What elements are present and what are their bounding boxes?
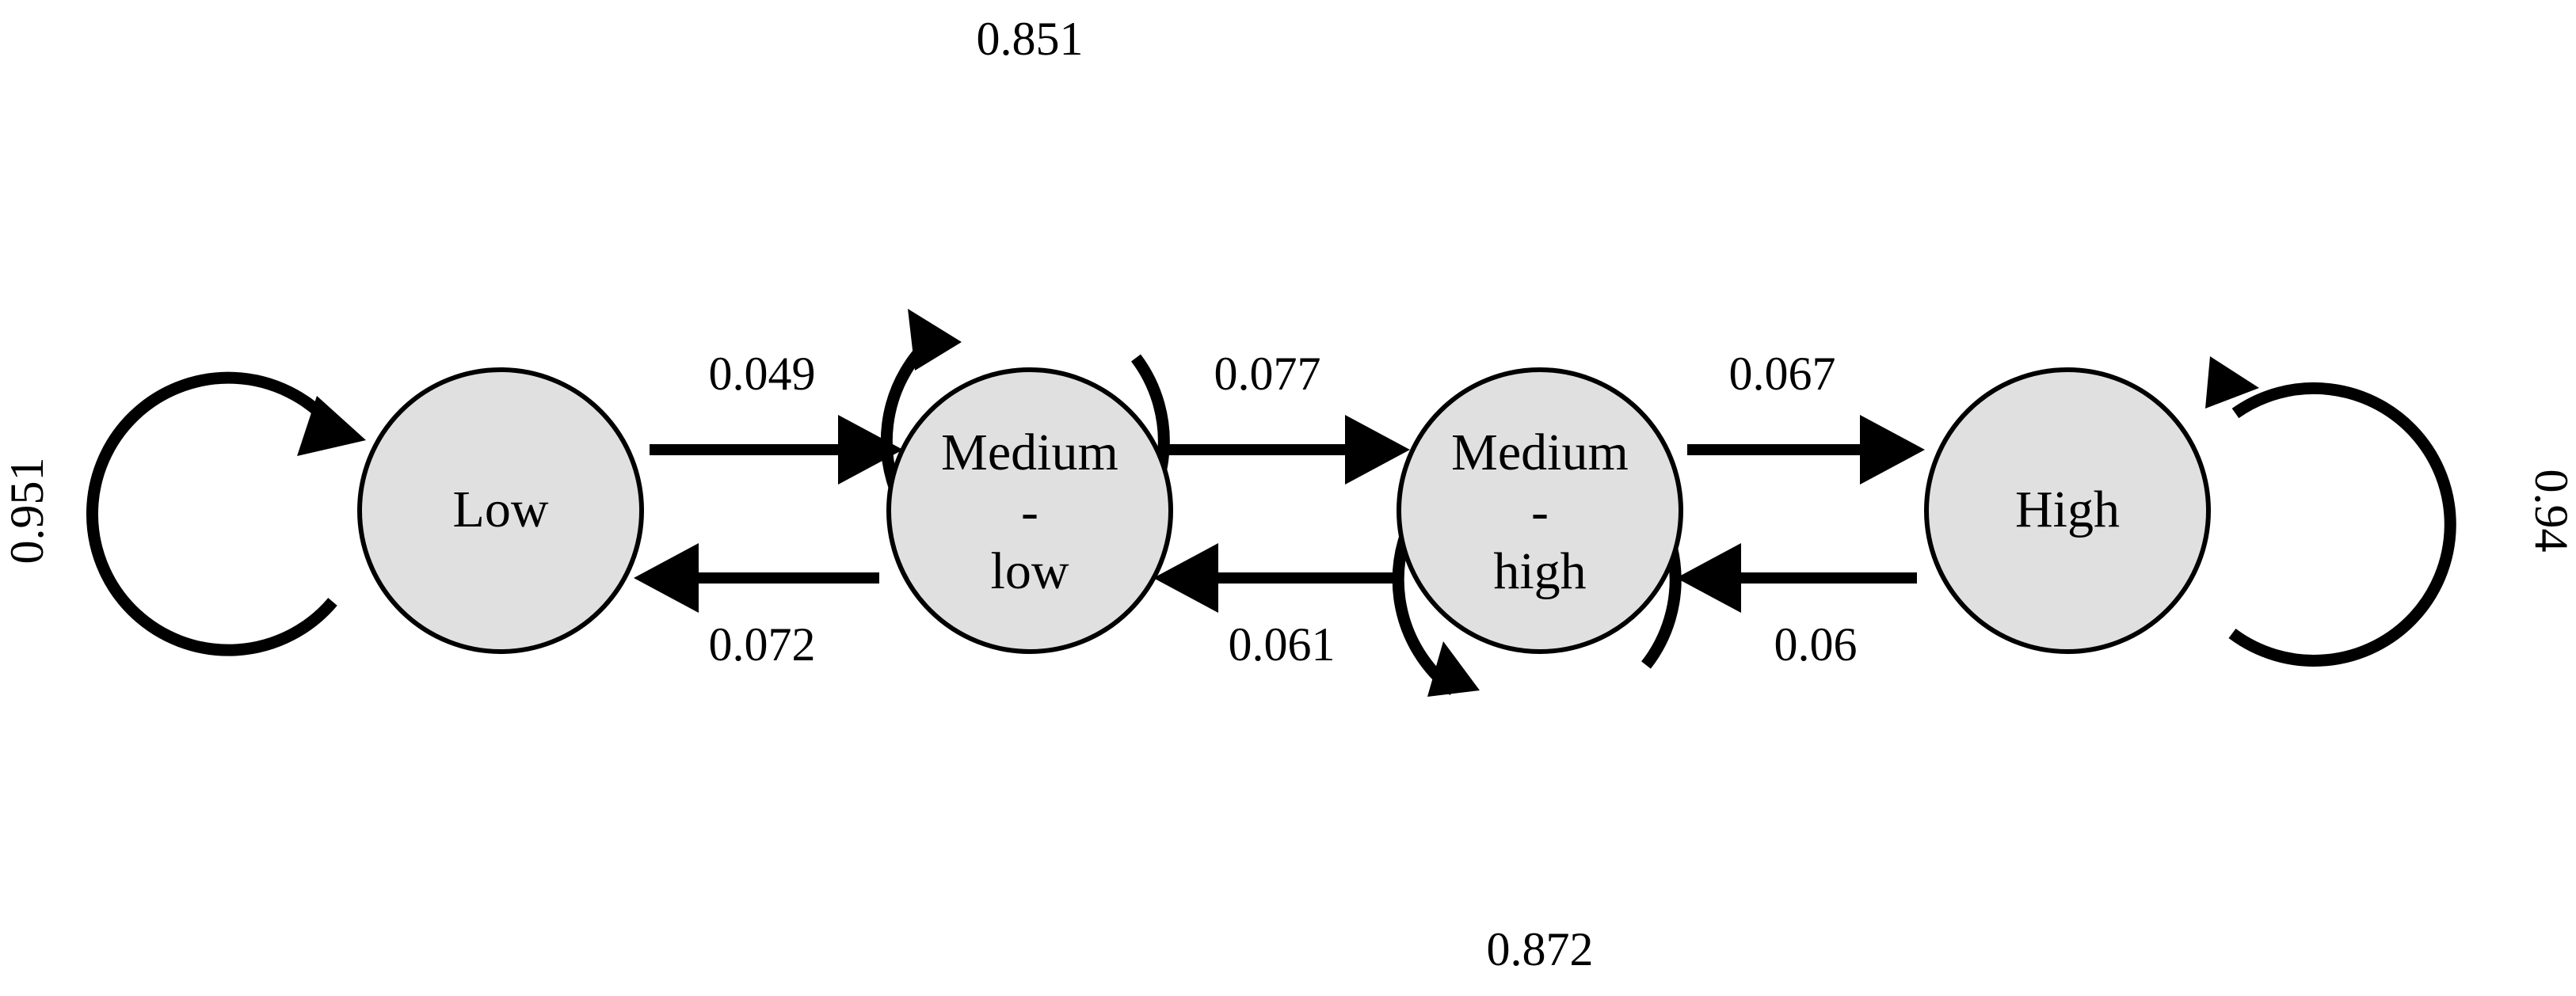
edge-high-to-medium-high-label: 0.06 <box>1774 618 1858 671</box>
state-node-medium-low-label-line2: - <box>1021 483 1038 541</box>
state-node-medium-low-label-line1: Medium <box>941 424 1118 481</box>
self-loop-low-label: 0.951 <box>1 458 53 565</box>
self-loop-low-arrowhead <box>297 396 366 456</box>
edge-medium-high-to-medium-low-label: 0.061 <box>1229 618 1336 671</box>
self-loop-high-arc <box>2228 382 2456 667</box>
state-node-medium-low-label-line3: low <box>991 542 1069 600</box>
edge-low-to-medium-low-arrowhead <box>838 415 903 485</box>
state-node-high[interactable]: High <box>1924 367 2211 654</box>
self-loop-high-arrowhead <box>2205 356 2259 409</box>
self-loop-medium-high-arrowhead <box>1427 641 1480 697</box>
edge-medium-high-to-high-label: 0.067 <box>1729 348 1836 400</box>
state-node-medium-low[interactable]: Medium - low <box>886 367 1173 654</box>
edge-medium-low-to-low: 0.072 <box>634 543 879 671</box>
edge-low-to-medium-low: 0.049 <box>650 348 903 485</box>
self-loop-medium-low-arrowhead <box>908 309 962 371</box>
state-node-low-circle[interactable] <box>357 367 644 654</box>
state-node-low-label: Low <box>453 481 549 538</box>
state-node-medium-high-label-line2: - <box>1531 483 1549 541</box>
edge-high-to-medium-high-arrowhead <box>1676 543 1741 613</box>
edge-medium-low-to-medium-high-label: 0.077 <box>1214 348 1321 400</box>
state-node-high-circle[interactable] <box>1924 367 2211 654</box>
edge-medium-high-to-medium-low-arrowhead <box>1153 543 1218 613</box>
self-loop-low: 0.951 <box>1 371 366 656</box>
state-node-medium-low-circle[interactable] <box>886 367 1173 654</box>
edge-medium-low-to-low-label: 0.072 <box>709 618 816 671</box>
edge-medium-high-to-high-arrowhead <box>1860 415 1925 485</box>
state-node-high-label: High <box>2015 481 2120 538</box>
edge-low-to-medium-low-label: 0.049 <box>709 348 816 400</box>
edge-high-to-medium-high: 0.06 <box>1676 543 1917 671</box>
self-loop-low-arc <box>86 371 337 656</box>
edge-medium-low-to-medium-high-arrowhead <box>1345 415 1410 485</box>
state-node-low[interactable]: Low <box>357 367 644 654</box>
self-loop-high: 0.94 <box>2205 356 2576 667</box>
edge-medium-high-to-medium-low: 0.061 <box>1153 543 1394 671</box>
state-node-medium-high-label-line1: Medium <box>1451 424 1629 481</box>
state-node-medium-high-circle[interactable] <box>1397 367 1683 654</box>
state-node-medium-high-label-line3: high <box>1493 542 1586 600</box>
self-loop-medium-low-label: 0.851 <box>977 13 1084 65</box>
edge-medium-low-to-low-arrowhead <box>634 543 699 613</box>
edge-medium-high-to-high: 0.067 <box>1687 348 1925 485</box>
self-loop-medium-high-label: 0.872 <box>1487 923 1594 975</box>
state-node-medium-high[interactable]: Medium - high <box>1397 367 1683 654</box>
self-loop-high-label: 0.94 <box>2525 469 2576 553</box>
edge-medium-low-to-medium-high: 0.077 <box>1166 348 1410 485</box>
